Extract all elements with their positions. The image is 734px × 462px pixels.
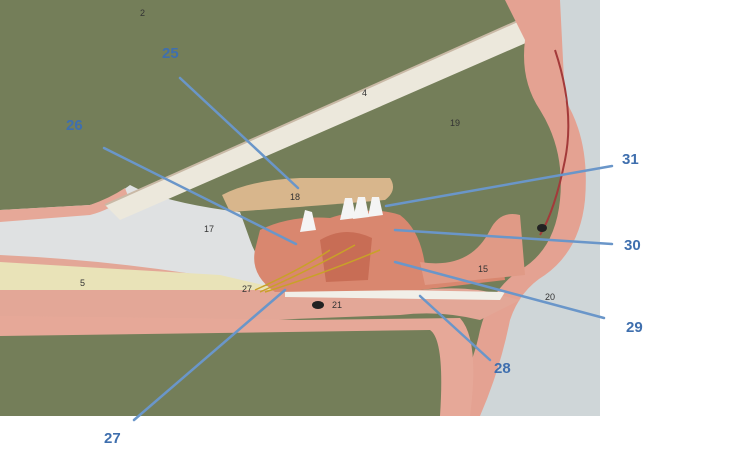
model-number-15: 15 bbox=[478, 264, 488, 274]
stereocilia bbox=[300, 197, 383, 232]
model-number-27: 27 bbox=[242, 284, 252, 294]
nerve-fibres bbox=[254, 244, 381, 293]
model-number-18: 18 bbox=[290, 192, 300, 202]
model-number-2: 2 bbox=[140, 8, 145, 18]
vas-spirale bbox=[312, 301, 324, 309]
model-number-19: 19 bbox=[450, 118, 460, 128]
model-number-20: 20 bbox=[545, 292, 555, 302]
stria-vessel-dot bbox=[537, 224, 547, 232]
label-27: 27 bbox=[104, 430, 121, 447]
label-26: 26 bbox=[66, 117, 83, 134]
tunnel-of-corti bbox=[320, 231, 372, 282]
label-31: 31 bbox=[622, 151, 639, 168]
organ-of-corti bbox=[254, 210, 505, 292]
model-number-5: 5 bbox=[80, 278, 85, 288]
model-number-17: 17 bbox=[204, 224, 214, 234]
model-number-4: 4 bbox=[362, 88, 367, 98]
stria-vessel-red bbox=[539, 49, 570, 236]
osseous-spiral-lamina bbox=[0, 262, 285, 290]
label-25: 25 bbox=[162, 45, 179, 62]
label-29: 29 bbox=[626, 319, 643, 336]
model-number-21: 21 bbox=[332, 300, 342, 310]
limbus-pink-edge bbox=[0, 188, 128, 222]
label-30: 30 bbox=[624, 237, 641, 254]
cochlea-model-photo: 2 4 19 17 18 5 27 21 20 15 bbox=[0, 0, 600, 416]
label-28: 28 bbox=[494, 360, 511, 377]
